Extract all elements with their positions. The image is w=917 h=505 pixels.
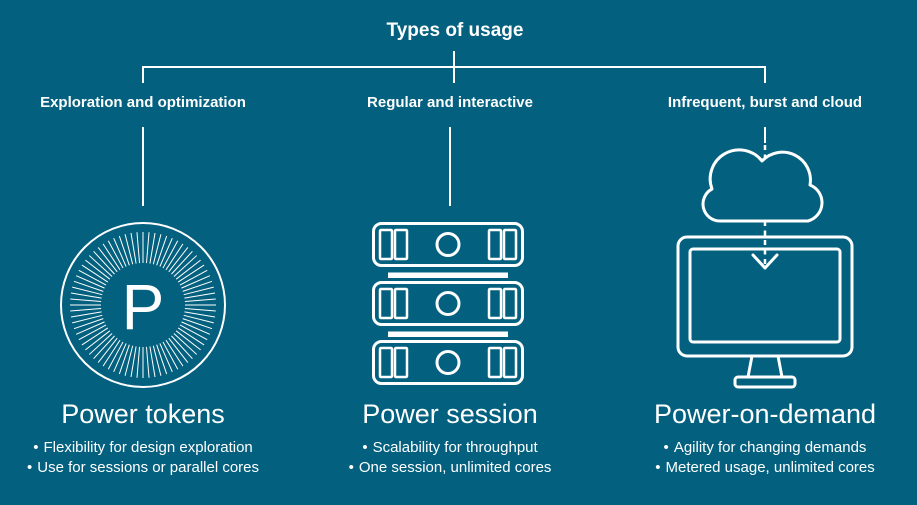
tree-connector-right-drop — [764, 127, 766, 143]
offering-title-power-on-demand: Power-on-demand — [653, 399, 877, 429]
bullet-list: •Flexibility for design exploration •Use… — [0, 438, 293, 478]
offering-title-power-session: Power session — [362, 399, 538, 429]
server-divider-bar — [388, 331, 508, 337]
category-label-infrequent: Infrequent, burst and cloud — [667, 94, 863, 111]
bullet-item: •One session, unlimited cores — [300, 458, 600, 478]
category-label-exploration: Exploration and optimization — [40, 94, 246, 111]
category-label-regular: Regular and interactive — [367, 94, 533, 111]
arrow-down-icon — [751, 253, 779, 270]
bullet-marker: • — [663, 439, 669, 456]
bullet-marker: • — [33, 439, 39, 456]
cloud-icon — [701, 148, 824, 223]
tree-connector-right-stub — [764, 66, 766, 83]
bullet-text: Agility for changing demands — [673, 439, 867, 456]
tree-connector-left-stub — [142, 66, 144, 83]
bullet-text: Flexibility for design exploration — [43, 439, 253, 456]
bullet-marker: • — [26, 459, 33, 476]
monitor-stand — [746, 355, 784, 379]
server-divider-bar — [388, 272, 508, 278]
monitor-frame — [676, 235, 854, 358]
tree-connector-middle-drop — [449, 127, 451, 206]
bullet-item: •Scalability for throughput — [300, 438, 600, 458]
bullet-text: Scalability for throughput — [372, 439, 538, 456]
cloud-to-monitor-icon — [676, 145, 854, 389]
bullet-text: Metered usage, unlimited cores — [665, 459, 875, 476]
offering-title-power-tokens: Power tokens — [61, 399, 225, 429]
bullet-text: One session, unlimited cores — [358, 459, 552, 476]
token-ray-burst — [70, 232, 216, 378]
monitor-icon — [676, 235, 854, 389]
token-outer-ring — [60, 222, 226, 388]
bullet-item: •Metered usage, unlimited cores — [615, 458, 915, 478]
power-tokens-icon: P — [60, 222, 226, 388]
bullet-marker: • — [655, 459, 661, 476]
column-power-tokens: Exploration and optimization P Power tok… — [0, 0, 293, 505]
server-units — [372, 222, 524, 385]
monitor-base — [733, 375, 797, 389]
diagram-title: Types of usage — [386, 20, 524, 41]
tree-connector-left-drop — [142, 127, 144, 206]
column-power-session: Regular and interactive Power session •S… — [300, 0, 600, 505]
bullet-marker: • — [348, 459, 354, 476]
monitor-screen — [688, 247, 842, 344]
bullet-marker: • — [362, 439, 368, 456]
bullet-list: •Agility for changing demands •Metered u… — [615, 438, 915, 478]
bullet-text: Use for sessions or parallel cores — [37, 459, 260, 476]
tree-connector-horizontal — [142, 66, 766, 68]
bullet-item: •Agility for changing demands — [615, 438, 915, 458]
bullet-item: •Use for sessions or parallel cores — [0, 458, 293, 478]
server-stack-icon — [372, 222, 524, 385]
token-letter: P — [122, 271, 165, 343]
column-power-on-demand: Infrequent, burst and cloud Power-on-dem… — [615, 0, 915, 505]
bullet-list: •Scalability for throughput •One session… — [300, 438, 600, 478]
bullet-item: •Flexibility for design exploration — [0, 438, 293, 458]
